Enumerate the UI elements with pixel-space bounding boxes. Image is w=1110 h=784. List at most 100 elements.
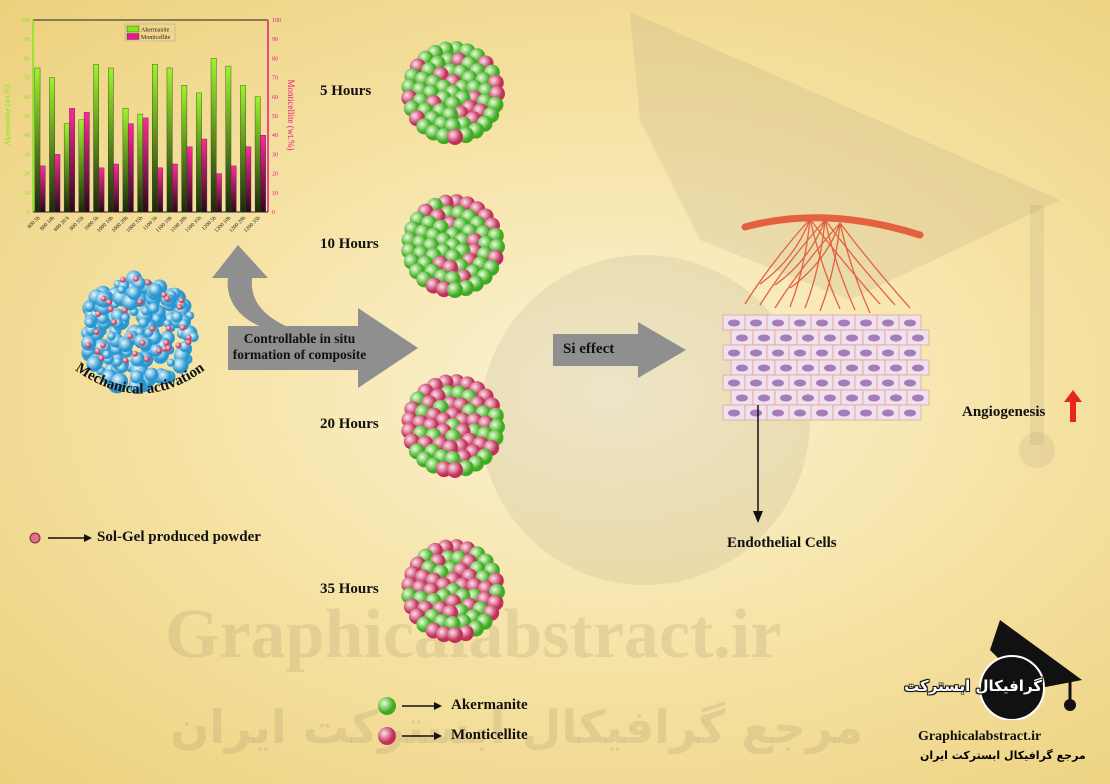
solgel-particle [185, 339, 192, 346]
cell-nucleus [838, 379, 850, 387]
time-label: 35 Hours [320, 581, 379, 597]
left-tick-label: 60 [24, 95, 30, 101]
solgel-particle [100, 342, 107, 349]
capillary [774, 222, 911, 314]
cell-nucleus [758, 394, 770, 402]
bar-akermanite [210, 58, 217, 213]
solgel-particle [111, 319, 118, 326]
bar-akermanite [196, 92, 202, 213]
down-arrow-icon [753, 405, 763, 523]
cell-nucleus [890, 394, 902, 402]
x-tick-label: 800 20 h [53, 215, 71, 233]
x-tick-label: 1200 35h [243, 215, 262, 234]
cell-nucleus [846, 364, 858, 372]
watermark-persian: مرجع گرافیکال ابسترکت ایران [170, 700, 864, 754]
cell-nucleus [882, 409, 894, 417]
monticellite-particle [446, 626, 463, 643]
particle [166, 358, 175, 367]
solgel-particle [144, 279, 151, 286]
particle [84, 301, 96, 312]
solgel-particle [95, 310, 102, 317]
controllable-label: Controllable in situ formation of compos… [232, 331, 367, 362]
endothelial-tissue-illustration [722, 214, 930, 421]
solgel-particle [127, 333, 134, 340]
particle [144, 367, 159, 382]
legend-swatch [126, 25, 140, 33]
time-label: 20 Hours [320, 416, 379, 432]
cell-nucleus [846, 334, 858, 342]
bar-akermanite [78, 119, 85, 213]
solgel-particle [85, 341, 92, 348]
bar-monticellite [69, 108, 75, 213]
endothelial-cells-label: Endothelial Cells [727, 535, 837, 551]
solgel-particle [106, 299, 113, 306]
cell-nucleus [860, 319, 872, 327]
bar-monticellite [230, 165, 237, 213]
particle [188, 332, 199, 343]
y2-axis-label: Monticellite (wt.%) [286, 80, 296, 151]
svg-text:Mechanical activation: Mechanical activation [73, 360, 208, 398]
cell-nucleus [860, 379, 872, 387]
solgel-particle [165, 325, 172, 332]
bar-akermanite [93, 63, 99, 213]
y-axis-label: Akermanite (wt.%) [3, 84, 12, 146]
logo-site[interactable]: Graphicalabstract.ir [918, 729, 1042, 744]
capillary [759, 219, 896, 311]
cell-nucleus [794, 349, 806, 357]
particle [86, 355, 103, 372]
composite-cluster [401, 539, 505, 643]
legend-label: Monticellite [141, 35, 171, 41]
logo-tagline: مرجع گرافیکال ابسترکت ایران [920, 749, 1086, 762]
cell-nucleus [750, 409, 762, 417]
cell-nucleus [904, 379, 916, 387]
solgel-particle [107, 306, 114, 313]
solgel-particle [149, 325, 156, 332]
cell-nucleus [912, 394, 924, 402]
solgel-label: Sol-Gel produced powder [97, 529, 261, 545]
cell-nucleus [890, 334, 902, 342]
monticellite-legend-label: Monticellite [451, 727, 528, 743]
cell-nucleus [802, 334, 814, 342]
legend-label: Akermanite [141, 28, 170, 34]
cell-nucleus [838, 349, 850, 357]
cell-nucleus [816, 319, 828, 327]
particle [111, 372, 129, 390]
bar-monticellite [83, 111, 90, 213]
cell-nucleus [868, 334, 880, 342]
bar-monticellite [98, 167, 105, 213]
akermanite-particle [446, 281, 463, 298]
cell-nucleus [912, 334, 924, 342]
right-tick-label: 60 [272, 95, 278, 101]
composite-cluster [401, 41, 505, 145]
particle [118, 337, 134, 353]
x-tick-label: 1000 35h [125, 215, 144, 234]
cell-nucleus [846, 394, 858, 402]
solgel-particle [139, 340, 146, 347]
cell-nucleus [904, 409, 916, 417]
composite-cluster [401, 194, 505, 298]
cell-nucleus [882, 349, 894, 357]
cell-nucleus [860, 409, 872, 417]
time-label: 10 Hours [320, 236, 379, 252]
cell-nucleus [736, 334, 748, 342]
particle [121, 313, 130, 322]
solgel-particle [119, 276, 126, 283]
formation-arrow-icon [228, 308, 418, 388]
cell-nucleus [750, 349, 762, 357]
cell-nucleus [824, 364, 836, 372]
bar-akermanite [152, 63, 158, 213]
bar-monticellite [260, 134, 266, 213]
left-tick-label: 70 [24, 76, 30, 82]
bar-akermanite [137, 113, 144, 213]
right-tick-label: 90 [272, 37, 278, 43]
solgel-particle [132, 350, 139, 357]
bar-akermanite [225, 65, 232, 213]
cell-nucleus [824, 334, 836, 342]
particle [113, 357, 123, 367]
x-tick-label: 1100 35h [184, 215, 203, 234]
legend-box [124, 23, 176, 42]
bar-akermanite [122, 108, 129, 213]
cell-nucleus [758, 364, 770, 372]
composite-cluster [401, 374, 505, 478]
